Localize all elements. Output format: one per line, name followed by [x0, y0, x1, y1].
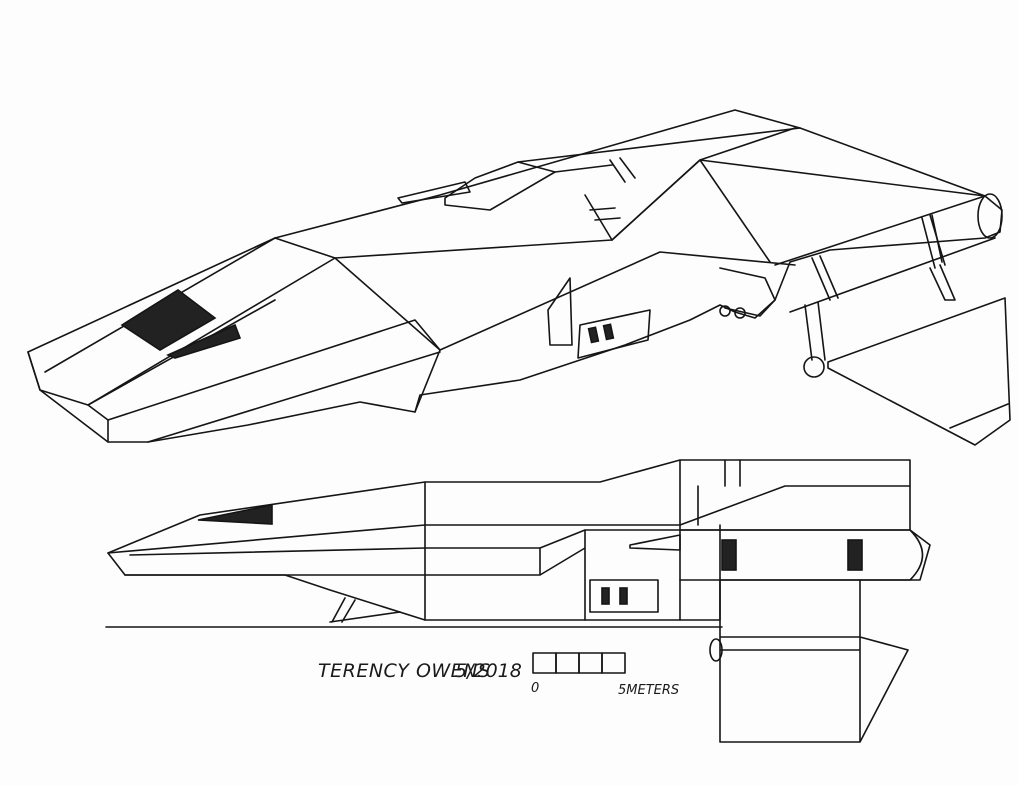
side-ventral-fin	[719, 579, 909, 743]
side-engine-ring-rear	[847, 539, 863, 571]
perspective-rear-pyramid	[611, 159, 986, 263]
side-landing-gear	[329, 597, 401, 623]
perspective-cockpit-window-main	[120, 289, 217, 351]
perspective-dorsal-spine	[517, 127, 801, 183]
perspective-landing-foot	[803, 356, 825, 378]
side-engine-ring-front	[721, 539, 737, 571]
perspective-landing-strut	[804, 301, 826, 361]
perspective-vent-right	[602, 323, 615, 341]
perspective-panel-lines	[584, 194, 621, 241]
scale-segment	[555, 652, 580, 674]
perspective-side-panel	[547, 277, 651, 359]
perspective-engine-cap	[977, 193, 1003, 239]
perspective-cockpit-window-side	[166, 323, 242, 359]
side-engine-pod	[679, 529, 924, 581]
side-hull-outline	[107, 459, 931, 621]
scale-segment	[532, 652, 557, 674]
side-hatch-panel	[589, 579, 659, 613]
perspective-hull-ridge-lower	[107, 319, 441, 443]
perspective-wing-pylon	[929, 264, 956, 301]
side-fin-pivot	[709, 638, 723, 662]
perspective-gun-barrel-left	[719, 305, 731, 317]
drawing-date: 5/2018	[455, 660, 522, 682]
side-hull-lower-line	[124, 529, 586, 621]
side-hatch-vent-right	[619, 587, 628, 605]
perspective-dorsal-hump	[444, 161, 556, 211]
side-cockpit-window	[197, 504, 273, 525]
side-elevation-view	[105, 459, 931, 743]
scale-end-label: 5METERS	[618, 683, 679, 698]
perspective-vent-left	[587, 326, 600, 344]
perspective-hull-outline	[27, 109, 1003, 443]
scale-start-label: 0	[531, 681, 539, 696]
perspective-gun-mount	[719, 267, 776, 317]
perspective-ventral-wing	[827, 297, 1011, 446]
scale-bar: 0 5METERS	[531, 652, 679, 698]
artist-name: TERENCY OWENS	[318, 660, 490, 682]
side-engine-detail	[629, 534, 681, 551]
perspective-engine-cylinder	[774, 195, 996, 313]
scale-segment	[601, 652, 626, 674]
side-hull-mid-line	[129, 529, 911, 556]
perspective-gun-barrel-right	[734, 307, 746, 319]
side-frame-lines	[424, 459, 741, 621]
scale-segment	[578, 652, 603, 674]
perspective-engine-ring	[811, 214, 943, 301]
perspective-view	[27, 109, 1011, 446]
signature-block: TERENCY OWENS 5/2018	[318, 660, 522, 682]
perspective-fin-stub	[397, 181, 471, 204]
side-hatch-vent-left	[601, 587, 610, 605]
